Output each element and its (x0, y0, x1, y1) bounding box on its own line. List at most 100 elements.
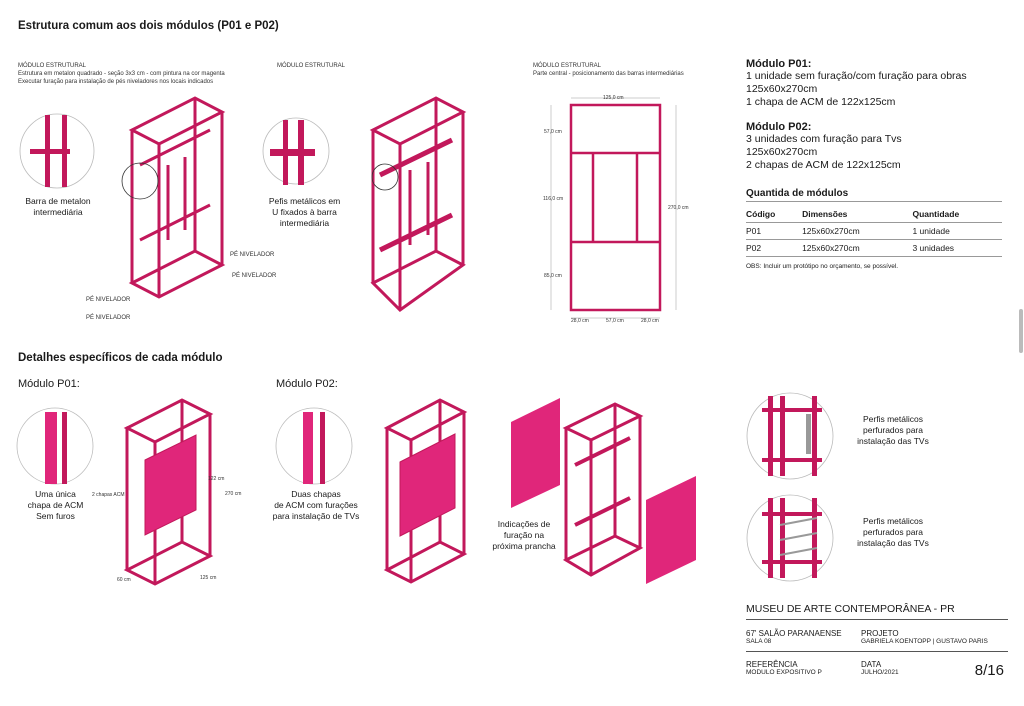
scrollbar[interactable] (1019, 309, 1023, 353)
room: SALA 08 (746, 638, 772, 645)
details-title: Detalhes específicos de cada módulo (18, 352, 223, 364)
detail-circle-1 (19, 113, 95, 189)
table-header: Código (746, 209, 776, 219)
col2-heading: MÓDULO ESTRUTURAL (277, 63, 346, 69)
project-label: PROJETO (861, 629, 899, 638)
col2-detail-line2: U fixados à barra (272, 207, 337, 217)
reference-label: REFERÊNCIA (746, 660, 798, 669)
table-cell: 125x60x270cm (802, 226, 860, 236)
dim-b2: 57,0 cm (606, 318, 624, 324)
p01-dim-total: 270 cm (225, 491, 242, 497)
p02-detail-label: Duas chapas de ACM com furações para ins… (266, 489, 366, 522)
p01-line2: 125x60x270cm (746, 83, 818, 95)
col1-line1: Estrutura em metalon quadrado - seção 3x… (18, 71, 225, 77)
table-cell: 125x60x270cm (802, 243, 860, 253)
event-name: 67' SALÃO PARANAENSE (746, 629, 842, 638)
table-cell: 1 unidade (912, 226, 950, 236)
col1-heading: MÓDULO ESTRUTURAL (18, 63, 87, 69)
p01-line3: 1 chapa de ACM de 122x125cm (746, 96, 896, 108)
col2-detail-line1: Pefis metálicos em (268, 196, 341, 206)
p01-detail-circle (16, 407, 94, 485)
p02-line1: 3 unidades com furação para Tvs (746, 133, 902, 145)
perfis-bottom-line3: instalação das TVs (857, 538, 929, 548)
p02-line3: 2 chapas de ACM de 122x125cm (746, 159, 901, 171)
page-number: 8/16 (974, 662, 1004, 679)
table-header: Dimensões (802, 209, 848, 219)
perfis-top-line3: instalação das TVs (857, 436, 929, 446)
p01-dim-h: 122 cm (208, 476, 225, 482)
col3-heading: MÓDULO ESTRUTURAL (533, 63, 602, 69)
perfis-circle-bottom (746, 494, 834, 582)
p01-dim-d: 60 cm (117, 577, 131, 583)
p02-title: Módulo P02: (746, 121, 812, 133)
exploded-panel-left (511, 398, 560, 508)
top-drawings (19, 96, 677, 319)
museum-name: MUSEU DE ARTE CONTEMPORÂNEA - PR (746, 603, 1008, 620)
date: JULHO/2021 (861, 669, 899, 676)
perfis-label-top: Perfis metálicos perfurados para instala… (848, 414, 938, 447)
table-cell: 3 unidades (912, 243, 955, 253)
title-block: MUSEU DE ARTE CONTEMPORÂNEA - PR 67' SAL… (746, 603, 1008, 679)
elevation-drawing (569, 103, 662, 312)
col2-detail-label: Pefis metálicos em U fixados à barra int… (262, 196, 347, 229)
date-label: DATA (861, 660, 882, 669)
furacao-line1: Indicações de (497, 519, 551, 529)
table-row: P01 125x60x270cm 1 unidade (746, 223, 1002, 240)
p02-detail-line1: Duas chapas (291, 489, 341, 499)
leveler-label-4: PÉ NIVELADOR (86, 315, 131, 321)
specs-block: Módulo P01: 1 unidade sem furação/com fu… (746, 58, 1006, 270)
col1-detail-line1: Barra de metalon (25, 196, 91, 206)
p01-title: Módulo P01: (746, 58, 812, 70)
furacao-line2: furação na (503, 530, 545, 540)
col1-detail-label: Barra de metalon intermediária (18, 196, 98, 218)
perfis-top-line2: perfurados para (862, 425, 923, 435)
table-row: P02 125x60x270cm 3 unidades (746, 240, 1002, 257)
page-title: Estrutura comum aos dois módulos (P01 e … (18, 20, 279, 32)
p01-detail-line1: Uma única (35, 489, 76, 499)
p02-acm-panel (399, 433, 456, 537)
p02-detail-line3: para instalação de TVs (272, 511, 360, 521)
p01-acm-panel (144, 434, 197, 536)
perfis-circle-top (746, 392, 834, 480)
modules-table: Código Dimensões Quantidade P01 125x60x2… (746, 206, 1002, 257)
p02-line2: 125x60x270cm (746, 146, 818, 158)
exploded-frame (562, 402, 644, 577)
furacao-note: Indicações de furação na próxima prancha (484, 519, 564, 552)
perfis-top-line1: Perfis metálicos (863, 414, 923, 424)
col2-detail-line3: intermediária (279, 218, 330, 228)
dim-h1: 57,0 cm (544, 129, 562, 135)
exploded-panel-right (646, 476, 696, 584)
dim-top: 125,0 cm (603, 95, 624, 101)
detail-circle-2 (262, 117, 330, 185)
p01-section-label: Módulo P01: (18, 378, 80, 390)
callout-ring-2 (371, 163, 399, 191)
leveler-label-2: PÉ NIVELADOR (232, 273, 277, 279)
col3-notes: MÓDULO ESTRUTURAL Parte central - posici… (533, 62, 733, 78)
reference: MODULO EXPOSITIVO P (746, 669, 822, 676)
p01-detail-label: Uma única chapa de ACM Sem furos (18, 489, 93, 522)
frame-1 (128, 96, 226, 299)
furacao-line3: próxima prancha (492, 541, 556, 551)
table-title: Quantida de módulos (746, 188, 1002, 202)
col1-line2: Executar furação para instalação de pés … (18, 79, 214, 85)
p01-dim-w: 125 cm (200, 575, 217, 581)
p01-frame (123, 398, 214, 586)
leveler-label-1: PÉ NIVELADOR (230, 252, 275, 258)
perfis-bottom-line2: perfurados para (862, 527, 923, 537)
p01-detail-line2: chapa de ACM (27, 500, 84, 510)
dim-total: 270,0 cm (668, 205, 689, 211)
p02-detail-line2: de ACM com furações (274, 500, 358, 510)
bottom-drawings (16, 398, 696, 586)
perfis-bottom-line1: Perfis metálicos (863, 516, 923, 526)
dim-b3: 28,0 cm (641, 318, 659, 324)
col1-notes: MÓDULO ESTRUTURAL Estrutura em metalon q… (18, 62, 278, 86)
p02-detail-circle (275, 407, 353, 485)
p01-line1: 1 unidade sem furação/com furação para o… (746, 70, 967, 82)
leveler-label-3: PÉ NIVELADOR (86, 297, 131, 303)
callout-ring-1 (121, 162, 159, 200)
dim-h2: 116,0 cm (543, 196, 564, 202)
elevation-dimension-lines (550, 97, 677, 319)
table-header: Quantidade (912, 209, 960, 219)
obs-note: OBS: Incluir um protótipo no orçamento, … (746, 263, 899, 270)
table-cell: P01 (746, 226, 762, 236)
